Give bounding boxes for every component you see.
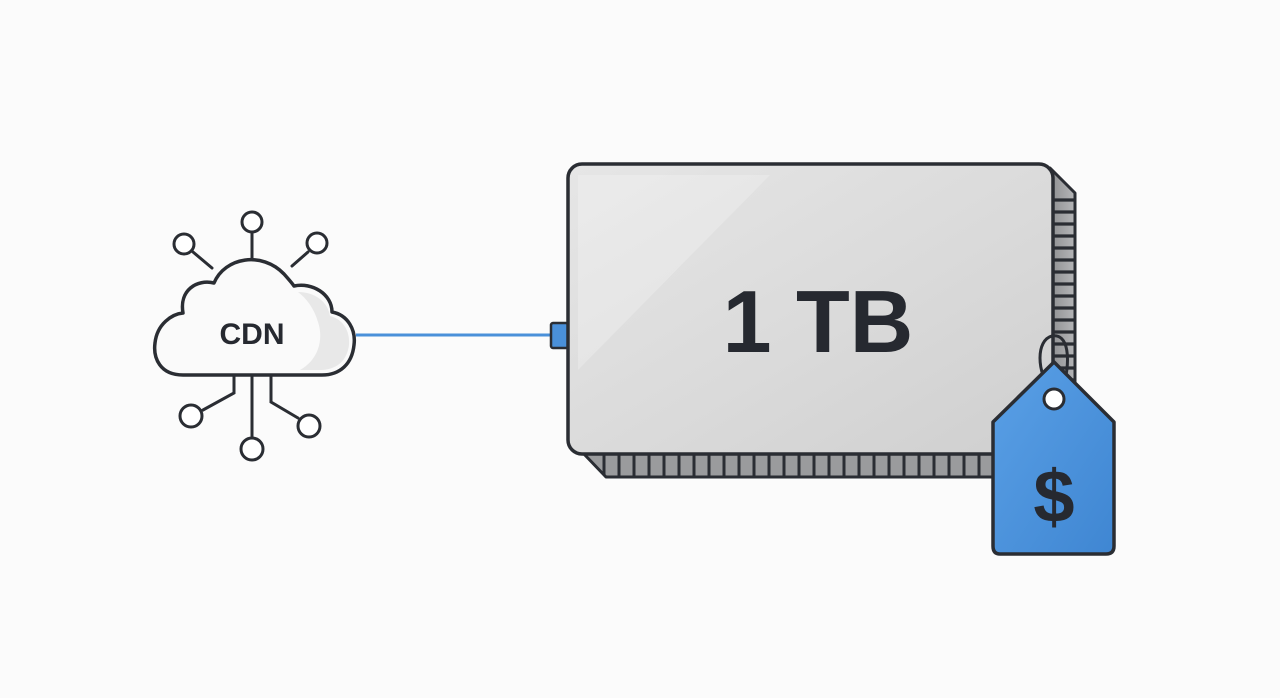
drive-glare bbox=[578, 175, 770, 370]
network-node-bottom bbox=[239, 436, 265, 462]
network-spokes bbox=[191, 231, 310, 440]
connector bbox=[356, 321, 570, 350]
hard-drive-icon: 1 TB bbox=[566, 162, 1077, 479]
price-symbol: $ bbox=[1033, 455, 1074, 538]
network-node-top-left bbox=[172, 232, 196, 256]
drive-front-face bbox=[566, 162, 1055, 456]
network-node-top bbox=[240, 210, 264, 234]
network-nodes bbox=[172, 210, 329, 462]
tag-body bbox=[991, 360, 1116, 556]
cloud-icon bbox=[152, 257, 357, 377]
tag-hole bbox=[1042, 387, 1066, 411]
cdn-label: CDN bbox=[220, 318, 285, 351]
drive-capacity-label: 1 TB bbox=[723, 272, 914, 371]
price-tag-icon: $ bbox=[991, 334, 1116, 556]
network-node-bottom-right bbox=[296, 413, 322, 439]
network-node-bottom-left bbox=[178, 403, 204, 429]
connector-port bbox=[549, 321, 570, 350]
cloud-shading bbox=[298, 292, 350, 370]
network-node-top-right bbox=[305, 231, 329, 255]
cdn-node: CDN bbox=[152, 210, 357, 462]
